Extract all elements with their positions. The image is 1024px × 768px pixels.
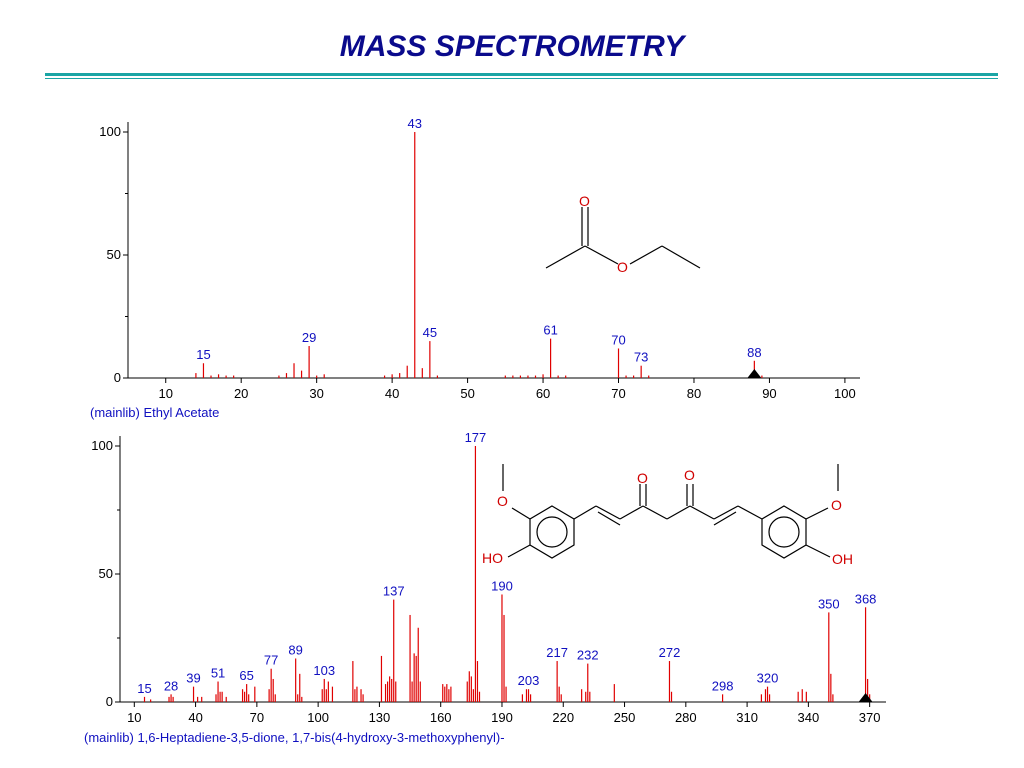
x-tick-label: 190 [491,710,513,725]
peak-label: 298 [712,678,734,693]
peak-label: 89 [288,642,302,657]
x-tick-label: 250 [614,710,636,725]
peak-label: 368 [855,591,877,606]
x-tick-label: 220 [552,710,574,725]
y-tick-label: 0 [106,694,113,709]
page-title: MASS SPECTROMETRY [339,30,685,63]
peak-label: 137 [383,584,405,599]
x-tick-label: 310 [736,710,758,725]
peak-label: 73 [634,350,648,365]
y-tick-label: 100 [91,438,113,453]
peak-label: 15 [137,681,151,696]
x-tick-label: 130 [369,710,391,725]
atom-oxygen-methoxy-right: O [831,497,842,513]
peak-label: 70 [611,332,625,347]
spectrum-caption: (mainlib) Ethyl Acetate [90,405,219,420]
peak-label: 65 [239,668,253,683]
x-tick-label: 70 [250,710,264,725]
x-tick-label: 40 [188,710,202,725]
spectrum-curcumin: 0 50 100 10 40 70 100 130 160 190 220 250 280 310 340 3… [84,430,886,745]
x-tick-label: 100 [834,386,856,401]
peak-label: 43 [408,116,422,131]
peak-label: 29 [302,330,316,345]
y-tick-label: 50 [107,247,121,262]
spectrum-ethyl-acetate: 0 50 100 10 20 30 40 50 60 70 80 90 100 15 29 43 45 61 70 7… [90,116,860,420]
x-tick-label: 60 [536,386,550,401]
spectrum-caption: (mainlib) 1,6-Heptadiene-3,5-dione, 1,7-… [84,730,505,745]
title-divider [45,73,998,76]
peak-label: 232 [577,648,599,663]
peak-label: 88 [747,345,761,360]
x-tick-label: 10 [127,710,141,725]
x-tick-label: 280 [675,710,697,725]
peak-label: 45 [423,325,437,340]
peak-label: 350 [818,596,840,611]
x-tick-label: 100 [307,710,329,725]
peak-label: 203 [518,673,540,688]
atom-oxygen-ester: O [617,259,628,275]
x-tick-label: 340 [798,710,820,725]
peak-label: 28 [164,678,178,693]
atom-oxygen-methoxy-left: O [497,493,508,509]
peak-label: 320 [757,671,779,686]
atom-hydroxyl-right: OH [832,551,853,567]
x-tick-label: 70 [611,386,625,401]
peak-label: 51 [211,666,225,681]
x-tick-label: 370 [859,710,881,725]
structure-curcumin: O HO O O O OH [482,464,853,567]
y-tick-label: 50 [99,566,113,581]
title-divider-thin [45,78,998,79]
peak-label: 190 [491,578,513,593]
y-tick-label: 100 [99,124,121,139]
x-tick-label: 90 [762,386,776,401]
atom-oxygen-ketone-right: O [684,467,695,483]
x-tick-label: 10 [158,386,172,401]
structure-ethyl-acetate: O O [545,193,701,275]
y-tick-label: 0 [114,370,121,385]
peak-label: 177 [465,430,487,445]
x-tick-label: 50 [460,386,474,401]
peak-label: 15 [196,347,210,362]
molecular-ion-marker [747,369,762,378]
peak-label: 39 [186,671,200,686]
peak-label: 61 [543,323,557,338]
peak-label: 217 [546,645,568,660]
peak-label: 103 [313,663,335,678]
atom-hydroxyl-left: HO [482,550,503,566]
peak-label: 77 [264,653,278,668]
atom-oxygen-carbonyl: O [579,193,590,209]
molecular-ion-marker [858,693,873,702]
x-tick-label: 20 [234,386,248,401]
x-tick-label: 80 [687,386,701,401]
peak-label: 272 [659,645,681,660]
x-tick-label: 30 [309,386,323,401]
x-tick-label: 160 [430,710,452,725]
x-tick-label: 40 [385,386,399,401]
atom-oxygen-ketone-left: O [637,470,648,486]
